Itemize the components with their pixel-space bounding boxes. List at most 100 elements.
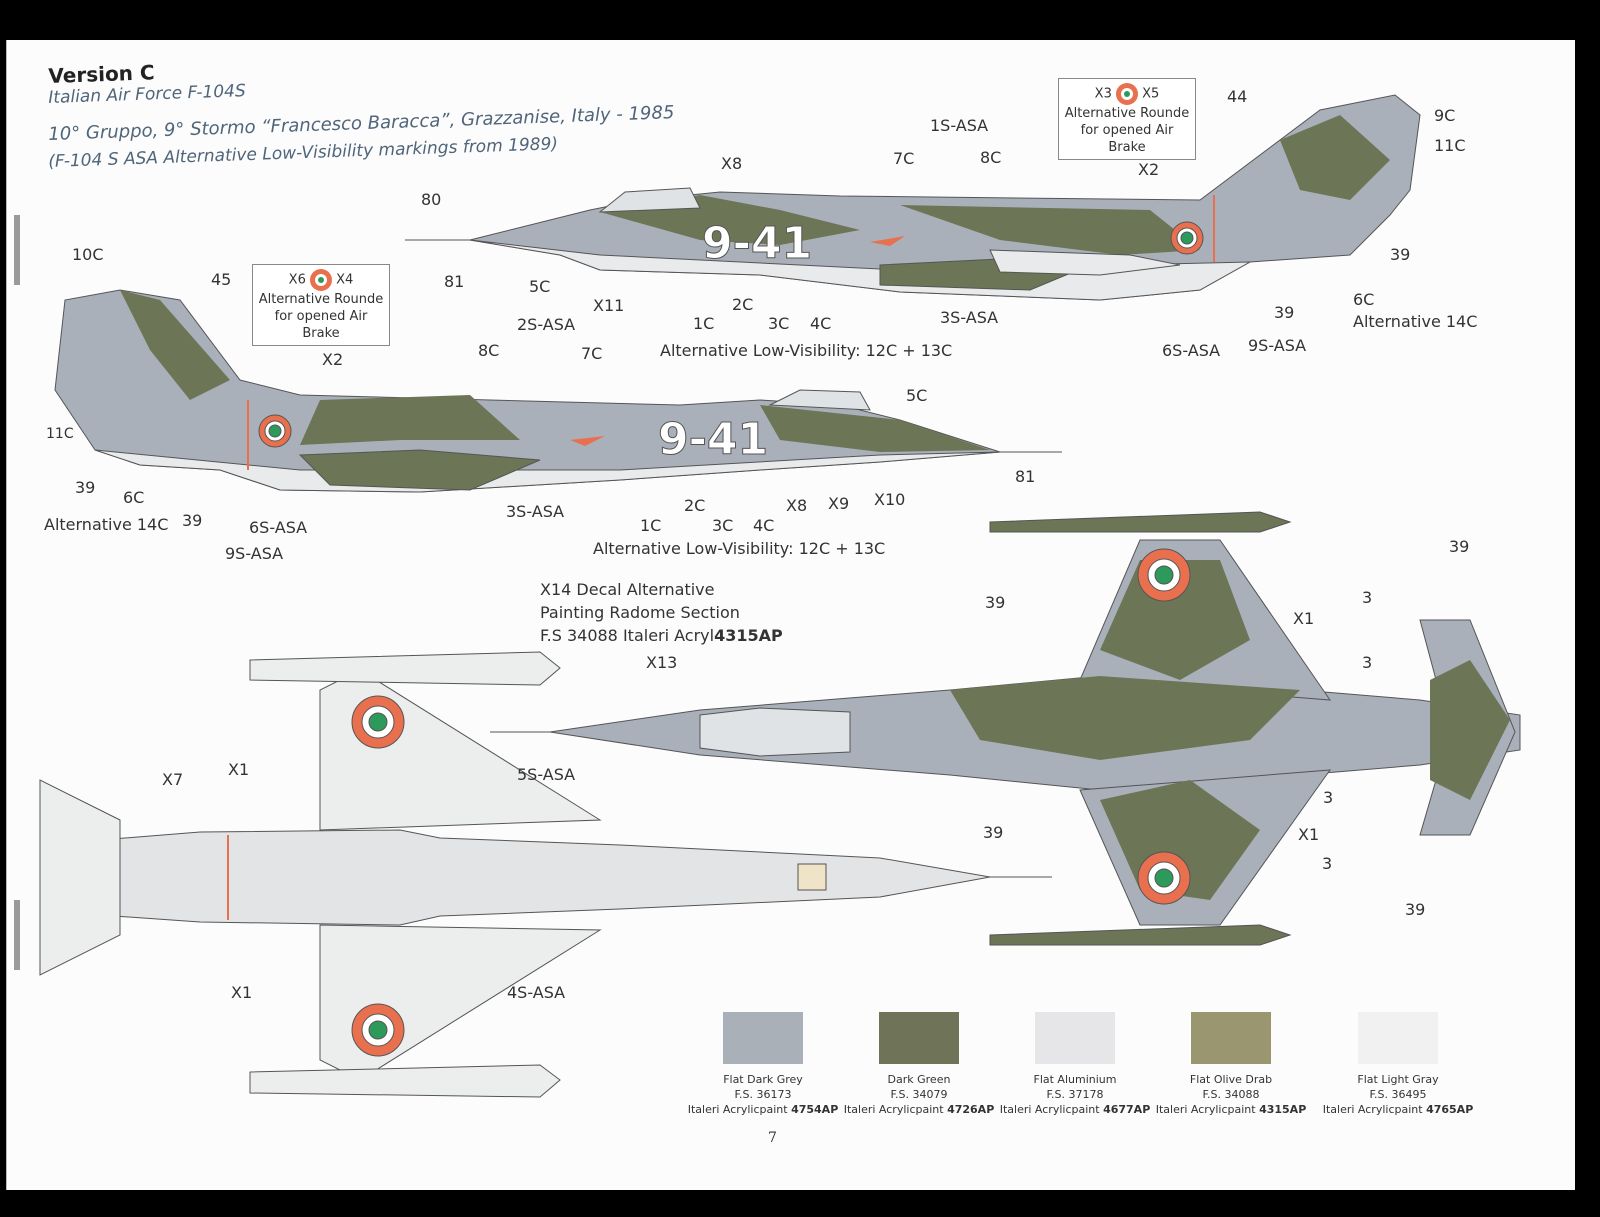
callout: 39 <box>1390 245 1411 264</box>
paint-swatch: Dark Green F.S. 34079 Italeri Acrylicpai… <box>839 1012 999 1117</box>
color-chip <box>879 1012 959 1064</box>
callout: 11C <box>46 426 74 442</box>
callout: X1 <box>231 983 253 1002</box>
callout: 1C <box>693 314 715 333</box>
callout: X1 <box>228 760 250 779</box>
swatch-name: Flat Aluminium <box>1033 1073 1117 1086</box>
swatch-code: 4315AP <box>1259 1103 1307 1116</box>
callout: 2S-ASA <box>517 315 576 334</box>
upper-plan-view <box>490 511 1521 946</box>
callout: 81 <box>444 272 465 291</box>
box-text: for opened Air Brake <box>1080 123 1174 155</box>
callout: X1 <box>1298 825 1320 844</box>
callout: X13 <box>646 653 678 672</box>
decal-code: X3 <box>1094 86 1112 102</box>
alt-roundel-box-mid: X6 X4 Alternative Rounde for opened Air … <box>252 264 390 346</box>
alt-lowvis-label: Alternative Low-Visibility: 12C + 13C <box>660 341 953 360</box>
swatch-paint: Italeri Acrylicpaint <box>1155 1103 1260 1116</box>
callout: 3 <box>1362 653 1373 672</box>
paint-swatch: Flat Light Gray F.S. 36495 Italeri Acryl… <box>1318 1012 1478 1117</box>
swatch-fs: F.S. 34079 <box>890 1088 948 1101</box>
callout: 3 <box>1323 788 1334 807</box>
callout: 9C <box>1434 106 1456 125</box>
callout: 3S-ASA <box>940 308 999 327</box>
swatch-name: Flat Olive Drab <box>1189 1073 1273 1086</box>
note-line: F.S 34088 Italeri Acryl <box>540 626 715 645</box>
swatch-paint: Italeri Acrylicpaint <box>999 1103 1104 1116</box>
paint-swatch: Flat Dark Grey F.S. 36173 Italeri Acryli… <box>683 1012 843 1117</box>
callout: X7 <box>162 770 184 789</box>
callout: 7C <box>581 344 603 363</box>
side-view-right-facing <box>405 94 1421 301</box>
serial-number: 9-41 <box>701 218 813 269</box>
alt-14c-label: Alternative 14C <box>44 515 169 534</box>
paint-swatch: Flat Olive Drab F.S. 34088 Italeri Acryl… <box>1151 1012 1311 1117</box>
swatch-fs: F.S. 37178 <box>1046 1088 1104 1101</box>
swatch-code: 4677AP <box>1103 1103 1151 1116</box>
swatch-code: 4726AP <box>947 1103 995 1116</box>
swatch-name: Flat Dark Grey <box>723 1073 803 1086</box>
color-chip <box>1191 1012 1271 1064</box>
callout: 2C <box>732 295 754 314</box>
decal-code: X6 <box>288 272 306 288</box>
box-text: Alternative Rounde <box>1064 106 1190 121</box>
callout: 39 <box>1449 537 1470 556</box>
swatch-code: 4754AP <box>791 1103 839 1116</box>
callout: 3C <box>712 516 734 535</box>
callout: 39 <box>985 593 1006 612</box>
color-chip <box>723 1012 803 1064</box>
callout: 6S-ASA <box>1162 341 1221 360</box>
callout: X1 <box>1293 609 1315 628</box>
callout: X8 <box>721 154 743 173</box>
callout: 9S-ASA <box>1248 336 1307 355</box>
swatch-fs: F.S. 36495 <box>1369 1088 1427 1101</box>
callout: 7C <box>893 149 915 168</box>
note-line: Painting Radome Section <box>540 603 740 622</box>
staple <box>14 215 20 285</box>
callout: 4C <box>810 314 832 333</box>
callout: 4C <box>753 516 775 535</box>
callout: 3 <box>1362 588 1373 607</box>
callout: 6C <box>1353 290 1375 309</box>
roundel-icon <box>310 269 332 291</box>
alt-lowvis-label: Alternative Low-Visibility: 12C + 13C <box>593 539 886 558</box>
color-chip <box>1035 1012 1115 1064</box>
callout: X2 <box>1138 160 1160 179</box>
callout: 8C <box>478 341 500 360</box>
callout: 5S-ASA <box>517 765 576 784</box>
callout: 3S-ASA <box>506 502 565 521</box>
underside-plan-view <box>39 651 1052 1098</box>
paint-swatch: Flat Aluminium F.S. 37178 Italeri Acryli… <box>995 1012 1155 1117</box>
swatch-name: Dark Green <box>887 1073 951 1086</box>
callout: 8C <box>980 148 1002 167</box>
callout: 81 <box>1015 467 1036 486</box>
callout: 1S-ASA <box>930 116 989 135</box>
decal-code: X5 <box>1142 86 1160 102</box>
callout: 39 <box>1405 900 1426 919</box>
callout: 10C <box>72 245 104 264</box>
callout: 9S-ASA <box>225 544 284 563</box>
callout: 5C <box>906 386 928 405</box>
callout: 39 <box>1274 303 1295 322</box>
swatch-paint: Italeri Acrylicpaint <box>1322 1103 1427 1116</box>
callout: X2 <box>322 350 344 369</box>
swatch-paint: Italeri Acrylicpaint <box>843 1103 948 1116</box>
box-text: Alternative Rounde <box>258 292 384 307</box>
callout: 2C <box>684 496 706 515</box>
box-text: for opened Air Brake <box>274 309 368 341</box>
callout: 6S-ASA <box>249 518 308 537</box>
callout: 5C <box>529 277 551 296</box>
color-chip <box>1358 1012 1438 1064</box>
swatch-paint: Italeri Acrylicpaint <box>687 1103 792 1116</box>
staple <box>14 900 20 970</box>
swatch-fs: F.S. 36173 <box>734 1088 792 1101</box>
note-line: X14 Decal Alternative <box>540 580 715 599</box>
swatch-code: 4765AP <box>1426 1103 1474 1116</box>
callout: 44 <box>1227 87 1248 106</box>
x14-note: X14 Decal Alternative Painting Radome Se… <box>540 578 783 647</box>
callout: 45 <box>211 270 232 289</box>
side-view-left-facing <box>54 289 1062 493</box>
callout: 11C <box>1434 136 1466 155</box>
serial-number: 9-41 <box>657 414 769 465</box>
